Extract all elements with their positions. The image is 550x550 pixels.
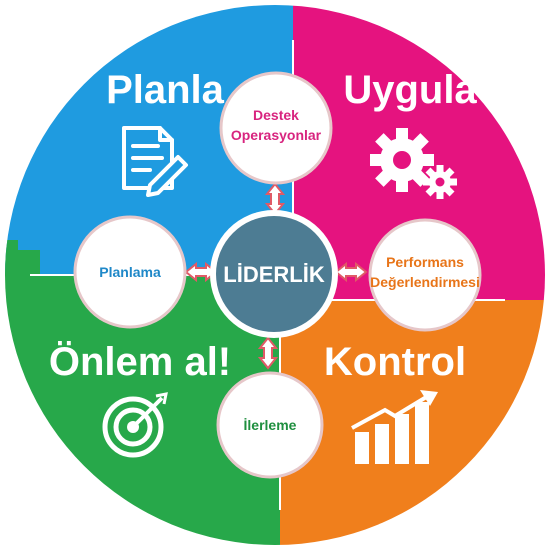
puzzle-tab-left bbox=[5, 240, 40, 275]
quadrant-title-check: Kontrol bbox=[324, 340, 466, 384]
quadrant-title-do: Uygula bbox=[343, 68, 477, 112]
satellite-bottom: İlerleme bbox=[216, 371, 324, 479]
target-icon bbox=[102, 392, 168, 458]
satellite-left: Planlama bbox=[73, 215, 187, 329]
satellite-left-line-1: Planlama bbox=[99, 264, 161, 280]
document-pencil-icon bbox=[122, 126, 188, 197]
arrow-hub-bottom bbox=[257, 336, 279, 370]
satellite-bottom-line-1: İlerleme bbox=[244, 417, 297, 433]
quadrant-title-plan: Planla bbox=[106, 68, 225, 112]
satellite-right: Performans Değerlendirmesi bbox=[368, 218, 482, 332]
satellite-top-line-2: Operasyonlar bbox=[231, 127, 322, 143]
satellite-right-line-2: Değerlendirmesi bbox=[370, 274, 480, 290]
hub-label: LİDERLİK bbox=[223, 262, 325, 287]
bar-chart-arrow-icon bbox=[351, 390, 438, 464]
satellite-right-line-1: Performans bbox=[386, 254, 464, 270]
satellite-top: Destek Operasyonlar bbox=[219, 71, 333, 185]
arrow-hub-right bbox=[334, 261, 368, 283]
quadrant-title-act: Önlem al! bbox=[49, 339, 231, 384]
satellite-top-line-1: Destek bbox=[253, 107, 299, 123]
hub: LİDERLİK bbox=[210, 210, 338, 338]
gears-icon bbox=[370, 128, 457, 199]
